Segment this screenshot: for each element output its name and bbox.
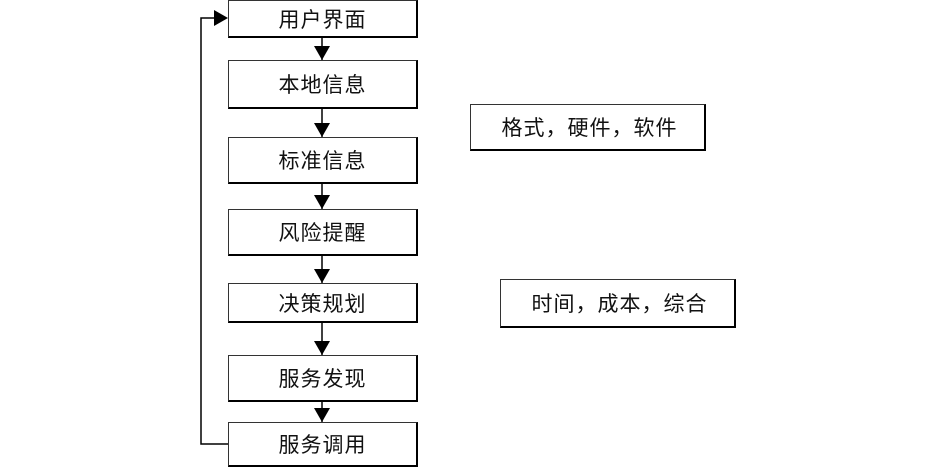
feedback-loop-arrowhead [214, 10, 228, 26]
arrowhead-1-2 [314, 46, 330, 60]
step-standard-info: 标准信息 [228, 137, 418, 184]
arrowhead-6-7 [314, 408, 330, 422]
feedback-loop-line [200, 17, 228, 445]
step-user-interface: 用户界面 [228, 0, 418, 38]
step-local-info: 本地信息 [228, 60, 418, 109]
step-risk-alert: 风险提醒 [228, 209, 418, 256]
step-decision-planning: 决策规划 [228, 283, 418, 323]
note-format-hardware-software: 格式，硬件，软件 [470, 104, 706, 151]
note-time-cost-overall: 时间，成本，综合 [500, 279, 736, 328]
arrowhead-3-4 [314, 195, 330, 209]
step-service-invocation: 服务调用 [228, 422, 418, 467]
arrowhead-5-6 [314, 341, 330, 355]
step-service-discovery: 服务发现 [228, 355, 418, 402]
arrowhead-4-5 [314, 269, 330, 283]
arrowhead-2-3 [314, 123, 330, 137]
